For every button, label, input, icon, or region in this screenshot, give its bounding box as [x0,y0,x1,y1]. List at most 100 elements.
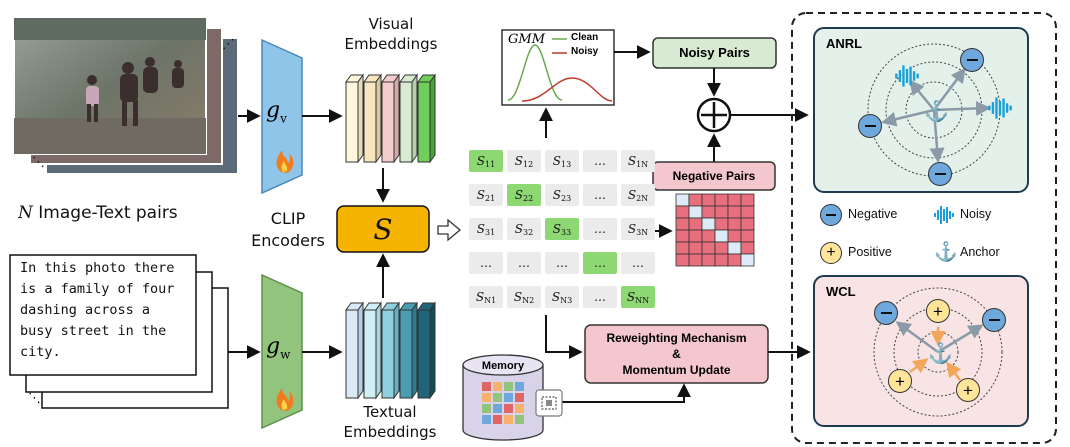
textual-embeddings [345,301,436,400]
legend-anchor: Anchor [960,245,1000,259]
positive-node-icon: + [956,378,980,402]
legend: Negative Noisy + Positive ⚓ Anchor [820,204,1030,274]
negative-grid-cell [727,241,742,255]
negative-pairs-grid [675,193,755,267]
flame-icon [276,150,294,173]
negative-node-icon [982,308,1006,332]
negative-grid-cell [714,217,729,231]
text-encoder-symbol: gw [266,334,291,362]
matrix-cell: … [583,252,617,274]
caption-dots: ⋱ [28,391,41,406]
negative-grid-cell [714,229,729,243]
negative-grid-cell [727,253,742,267]
pairs-label-n: N [18,203,33,223]
legend-negative: Negative [848,207,898,221]
memory-cell [504,404,513,413]
memory-cell [515,393,524,402]
negative-grid-cell [688,217,703,231]
negative-grid-cell [714,205,729,219]
negative-grid-cell [740,217,755,231]
flame-icon [276,388,294,411]
arrow-matrix-to-reweighting [545,315,583,359]
memory-cell [515,382,524,391]
negative-grid-cell [688,241,703,255]
negative-legend-icon [820,204,842,226]
pairs-label: N Image-Text pairs [18,203,178,223]
negative-grid-cell [701,241,716,255]
similarity-symbol: S [373,212,393,246]
negative-grid-cell [727,229,742,243]
memory-cell [493,415,502,424]
arrow-s-to-matrix [437,218,462,242]
negative-grid-cell [727,205,742,219]
memory-cell [493,382,502,391]
memory-cell [504,415,513,424]
gmm-box [501,29,615,106]
negative-node-icon [960,48,984,72]
memory-cell [482,382,491,391]
memory-cell [482,393,491,402]
visual-embeddings [345,73,436,164]
noisy-node-icon [987,95,1013,126]
negative-node-icon [928,162,952,186]
negative-grid-cell [714,193,729,207]
negative-grid-cell [675,205,690,219]
memory-cell [515,415,524,424]
image-stack: ⋰ ⋱ [13,17,239,175]
memory-cell [493,393,502,402]
gmm-title: GMM [508,32,546,47]
photo-people [86,57,184,126]
negative-grid-cell [740,241,755,255]
anchor-icon: ⚓ [928,343,953,365]
memory-cell [515,404,524,413]
negative-grid-cell [675,229,690,243]
matrix-cell: … [621,252,655,274]
memory-cell [482,404,491,413]
anchor-legend-icon: ⚓ [934,242,958,263]
reweighting-box [584,324,769,384]
negative-grid-cell [701,253,716,267]
caption-text: In this photo there is a family of four … [20,260,175,360]
wcl-title: WCL [826,284,856,299]
memory-cylinder [462,354,544,441]
right-dashed-frame [791,12,1057,444]
gmm-legend-noisy: Noisy [571,46,599,57]
legend-noisy: Noisy [960,207,992,221]
stack-dots-bottom: ⋱ [32,155,45,170]
negative-grid-cell [688,253,703,267]
negative-grid-cell [714,253,729,267]
memory-label: Memory [481,360,525,372]
anchor-icon: ⚓ [924,101,949,123]
caption-stack: ⋱ [9,254,229,409]
matrix-cell: … [507,252,541,274]
positive-node-icon: + [926,299,950,323]
negative-grid-cell [740,229,755,243]
reweighting-label: Reweighting Mechanism&Momentum Update [606,331,747,377]
matrix-cell: … [583,150,617,172]
matrix-cell: … [545,252,579,274]
gmm-clean-curve [507,44,563,101]
negative-grid-cell [701,193,716,207]
negative-grid-cell [701,205,716,219]
negative-grid-cell [688,229,703,243]
anrl-title: ANRL [826,36,863,51]
negative-node-icon [874,301,898,325]
noisy-legend-icon [933,204,955,231]
positive-legend-icon: + [820,242,842,264]
legend-positive: Positive [848,245,892,259]
memory-cell [493,404,502,413]
negative-node-icon [858,114,882,138]
pairs-label-text: Image-Text pairs [38,203,178,223]
negative-grid-cell [688,193,703,207]
